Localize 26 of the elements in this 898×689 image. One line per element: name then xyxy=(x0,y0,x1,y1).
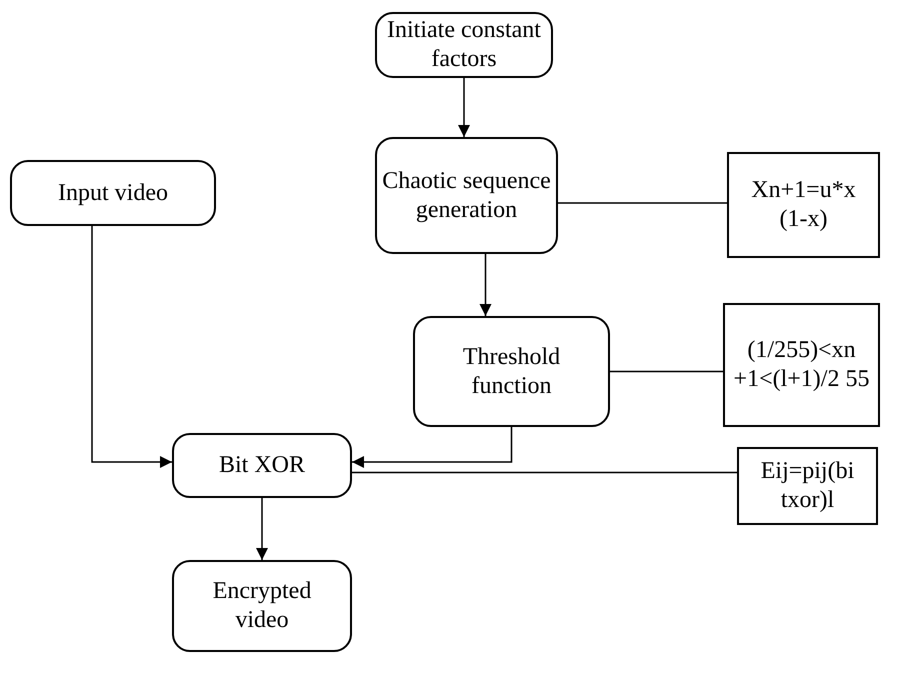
formula-box xyxy=(737,447,878,525)
arrow xyxy=(352,427,512,468)
connector-line xyxy=(352,472,737,474)
arrow xyxy=(458,78,470,137)
arrow xyxy=(480,254,492,316)
step-label: Chaotic sequence generation xyxy=(381,166,552,224)
step-label: Encrypted video xyxy=(212,577,312,635)
process-box xyxy=(375,137,558,254)
process-box xyxy=(172,560,352,652)
formula-box xyxy=(723,303,880,427)
formula-text: (1/255)<xn +1<(l+1)/2 55 xyxy=(732,336,870,394)
process-box xyxy=(172,433,352,498)
connector-line xyxy=(558,202,727,204)
arrow xyxy=(91,226,172,468)
process-box xyxy=(375,12,553,78)
formula-text: Eij=pij(bi txor)l xyxy=(760,457,856,515)
arrow xyxy=(256,498,268,560)
process-box xyxy=(413,316,610,427)
connector-line xyxy=(610,370,723,372)
step-label: Input video xyxy=(58,178,168,208)
formula-box xyxy=(727,152,880,258)
step-label: Bit XOR xyxy=(218,451,305,480)
formula-text: Xn+1=u*x (1-x) xyxy=(750,176,857,234)
step-label: Initiate constant factors xyxy=(386,16,542,74)
process-box xyxy=(10,160,216,226)
step-label: Threshold function xyxy=(462,342,562,400)
